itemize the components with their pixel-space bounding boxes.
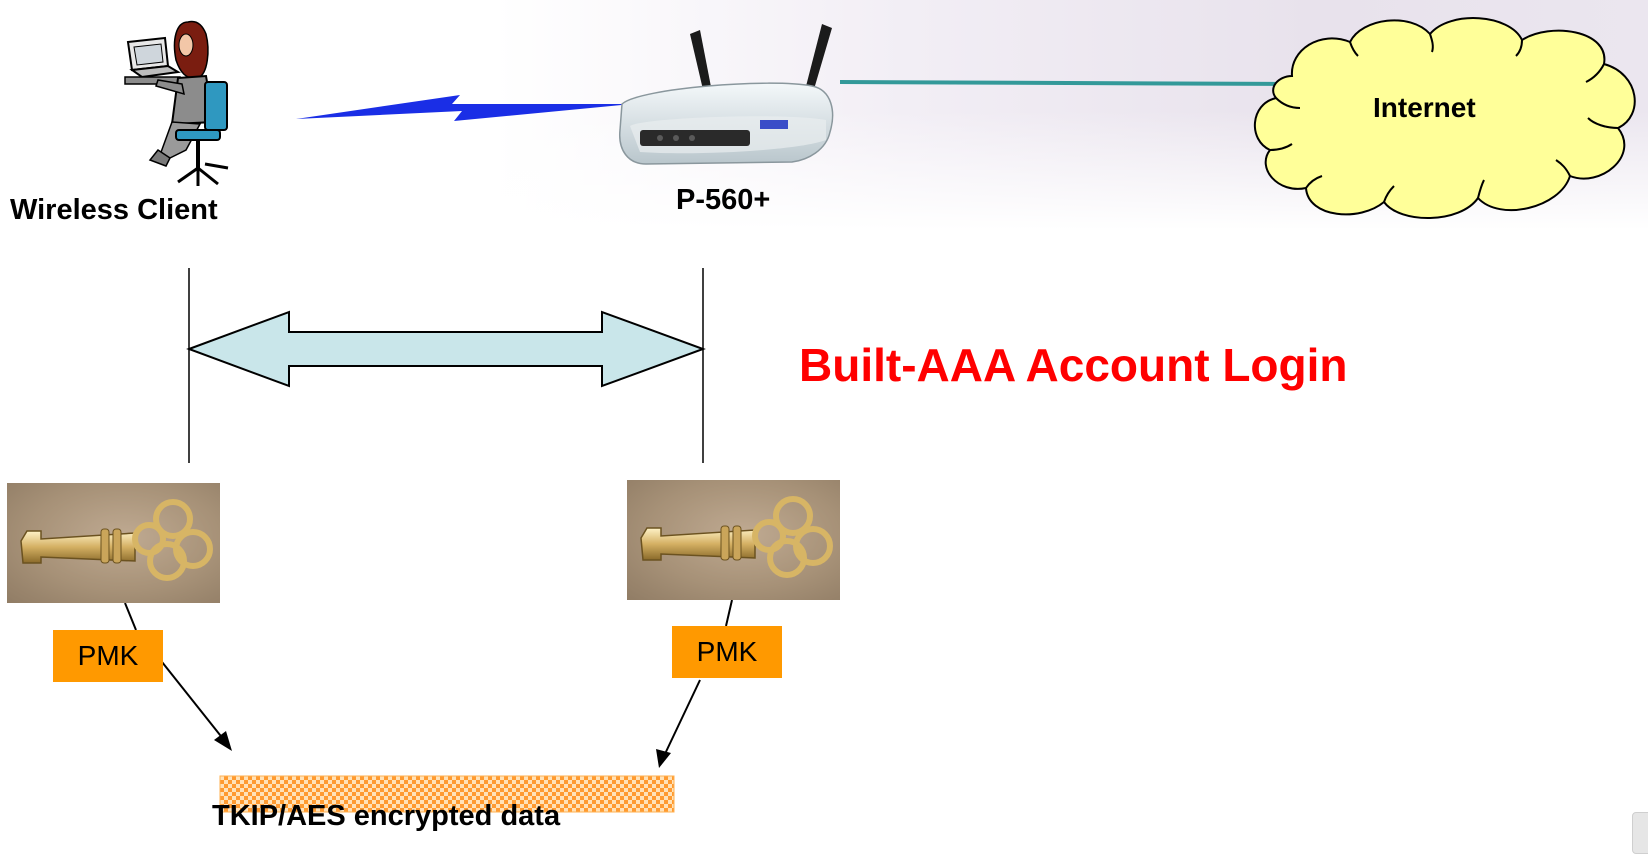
pmk-right-box: PMK [672,626,782,678]
wireless-client-label: Wireless Client [10,194,218,226]
encrypted-data-band [219,775,675,813]
key-icon [627,480,840,600]
key-icon [7,483,220,603]
right-pmk-arrow [656,679,701,768]
right-key-connector [725,599,733,627]
wan-link-line [839,80,1293,86]
wireless-router-icon [619,24,834,165]
left-key-image [7,483,220,603]
slide-scroll-tab[interactable] [1632,812,1648,854]
left-pmk-arrow [161,661,232,751]
encrypted-data-label: TKIP/AES encrypted data [212,800,561,832]
access-point-label: P-560+ [676,184,771,216]
internet-label: Internet [1373,92,1476,123]
pmk-left-box: PMK [53,630,163,682]
wireless-link-icon [296,95,632,121]
left-key-connector [124,602,137,631]
diagram-title: Built-AAA Account Login [799,339,1348,391]
person-at-laptop-icon [124,20,229,186]
cloud-icon [1254,17,1636,219]
login-exchange-arrow [186,310,706,388]
right-key-image [627,480,840,600]
